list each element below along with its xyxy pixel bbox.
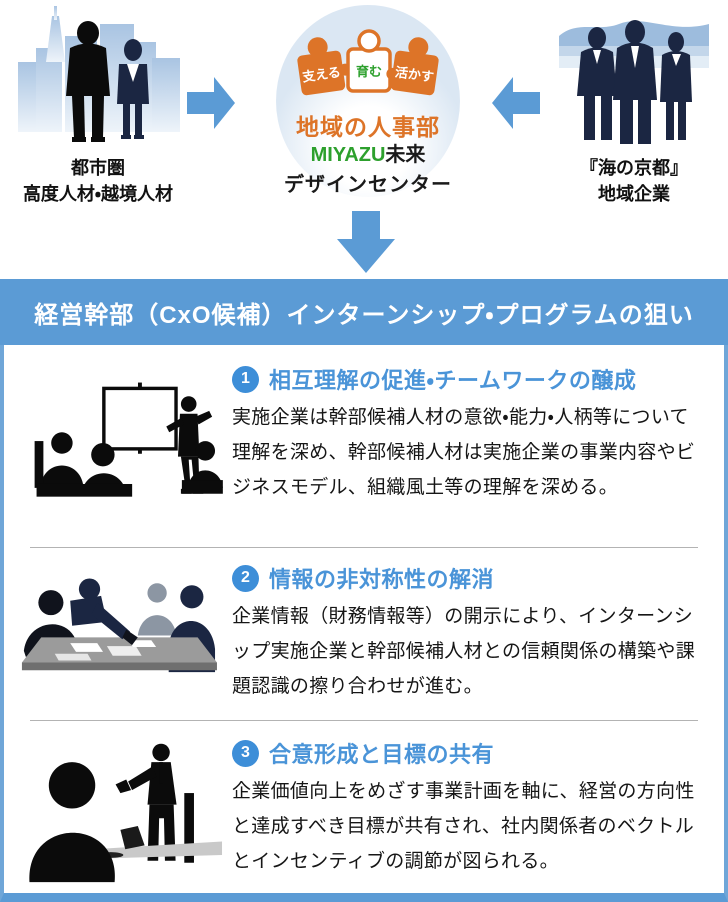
discussion-illustration — [4, 721, 232, 885]
section-consensus-goals: 3 合意形成と目標の共有 企業価値向上をめざす事業計画を軸に、経営の方向性と達成… — [4, 721, 724, 895]
miyazu-center-logo: 支える 育む 活かす 地域の人事部 MIYAZU未来 デザインセンター — [276, 5, 460, 197]
section-3-number-badge: 3 — [232, 739, 259, 767]
program-title: 経営幹部（CxO候補）インターンシップ・プログラムの狙い — [34, 301, 694, 329]
section-3-title: 合意形成と目標の共有 — [269, 742, 495, 767]
sea-kyoto-illustration — [559, 20, 709, 144]
section-mutual-understanding: 1 相互理解の促進・チームワークの醸成 実施企業は幹部候補人材の意欲・能力・人柄… — [4, 345, 724, 547]
businessman-silhouette — [66, 21, 110, 142]
org-name-line1: MIYAZU未来 — [276, 142, 460, 168]
presentation-illustration — [4, 345, 232, 523]
puzzle-label-utilize: 活かす — [394, 64, 435, 84]
section-divider — [30, 720, 698, 721]
section-information-asymmetry: 2 情報の非対称性の解消 企業情報（財務情報等）の開示により、インターンシップ実… — [4, 548, 724, 720]
businesswoman-silhouette — [117, 39, 149, 139]
meeting-illustration — [4, 548, 232, 704]
regional-companies-label-line2: 地域企業 — [598, 184, 670, 205]
arrow-left-icon — [492, 77, 540, 129]
city-skyline-illustration — [18, 6, 180, 142]
puzzle-pieces-icon: 支える 育む 活かす — [297, 29, 439, 96]
puzzle-label-support: 支える — [301, 64, 341, 84]
section-1-number-badge: 1 — [232, 365, 259, 393]
org-name-mirai: 未来 — [385, 144, 426, 166]
regional-companies-label: 『海の京都』 地域企業 — [555, 155, 713, 207]
section-1-body: 実施企業は幹部候補人材の意欲・能力・人柄等について理解を深め、幹部候補人材は実施… — [232, 407, 696, 498]
section-divider — [30, 547, 698, 548]
org-name-miyazu: MIYAZU — [310, 144, 386, 166]
regional-companies-group: 『海の京都』 地域企業 — [555, 6, 713, 207]
arrow-down-icon — [337, 211, 395, 273]
section-3-body: 企業価値向上をめざす事業計画を軸に、経営の方向性と達成すべき目標が共有され、社内… — [232, 781, 695, 872]
section-1-title: 相互理解の促進・チームワークの醸成 — [269, 368, 637, 393]
regional-companies-label-line1: 『海の京都』 — [580, 158, 688, 178]
section-2-body: 企業情報（財務情報等）の開示により、インターンシップ実施企業と幹部候補人材との信… — [232, 606, 696, 697]
section-1-text: 1 相互理解の促進・チームワークの醸成 実施企業は幹部候補人材の意欲・能力・人柄… — [232, 345, 724, 505]
section-2-title: 情報の非対称性の解消 — [269, 567, 495, 592]
urban-talent-label-line2: 高度人材・越境人材 — [22, 184, 174, 205]
urban-talent-label-line1: 都市圏 — [71, 158, 125, 178]
logo-title: 地域の人事部 — [296, 114, 440, 140]
urban-talent-label: 都市圏 高度人材・越境人材 — [8, 155, 188, 207]
urban-talent-group: 都市圏 高度人材・越境人材 — [8, 6, 188, 207]
section-1-heading: 1 相互理解の促進・チームワークの醸成 — [232, 363, 706, 395]
section-2-text: 2 情報の非対称性の解消 企業情報（財務情報等）の開示により、インターンシップ実… — [232, 548, 724, 704]
section-3-heading: 3 合意形成と目標の共有 — [232, 737, 706, 769]
org-name-line2: デザインセンター — [284, 174, 452, 196]
flow-diagram: 都市圏 高度人材・越境人材 支える 育む — [0, 0, 728, 279]
section-2-heading: 2 情報の非対称性の解消 — [232, 562, 706, 594]
section-2-number-badge: 2 — [232, 564, 259, 592]
arrow-right-icon — [187, 77, 235, 129]
program-content-box: 1 相互理解の促進・チームワークの醸成 実施企業は幹部候補人材の意欲・能力・人柄… — [0, 345, 728, 902]
program-title-bar: 経営幹部（CxO候補）インターンシップ・プログラムの狙い — [0, 279, 728, 345]
section-3-text: 3 合意形成と目標の共有 企業価値向上をめざす事業計画を軸に、経営の方向性と達成… — [232, 721, 724, 879]
company-people-silhouettes — [577, 20, 692, 144]
puzzle-label-nurture: 育む — [356, 64, 382, 79]
